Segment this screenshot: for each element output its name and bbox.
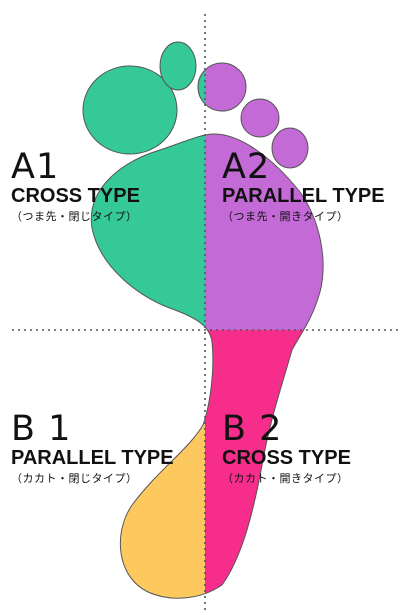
region-b1-label: B 1 PARALLEL TYPE （カカト・閉じタイプ） — [11, 409, 174, 485]
region-a2-code: A2 — [222, 147, 271, 187]
region-a2-label: A2 PARALLEL TYPE （つま先・開きタイプ） — [222, 147, 385, 223]
region-a2-type: PARALLEL TYPE — [222, 185, 385, 207]
region-b2-subtitle: （カカト・開きタイプ） — [222, 472, 349, 485]
region-b1-code: B 1 — [11, 409, 72, 449]
fourth-toe — [240, 98, 280, 138]
third-toe — [205, 62, 247, 112]
region-b2-label: B 2 CROSS TYPE （カカト・開きタイプ） — [222, 409, 351, 485]
region-a1-label: A1 CROSS TYPE （つま先・閉じタイプ） — [11, 147, 140, 223]
region-a1-subtitle: （つま先・閉じタイプ） — [11, 210, 138, 223]
region-b1-subtitle: （カカト・閉じタイプ） — [11, 472, 138, 485]
region-a1-code: A1 — [11, 147, 60, 187]
region-a1-type: CROSS TYPE — [11, 185, 140, 207]
third-toe-left-half — [197, 69, 205, 105]
second-toe — [159, 41, 197, 91]
region-b1-type: PARALLEL TYPE — [11, 447, 174, 469]
region-a2-subtitle: （つま先・開きタイプ） — [222, 210, 349, 223]
region-b2-code: B 2 — [222, 409, 283, 449]
little-toe — [271, 127, 309, 169]
region-b2-type: CROSS TYPE — [222, 447, 351, 469]
big-toe-left-half — [82, 65, 178, 155]
